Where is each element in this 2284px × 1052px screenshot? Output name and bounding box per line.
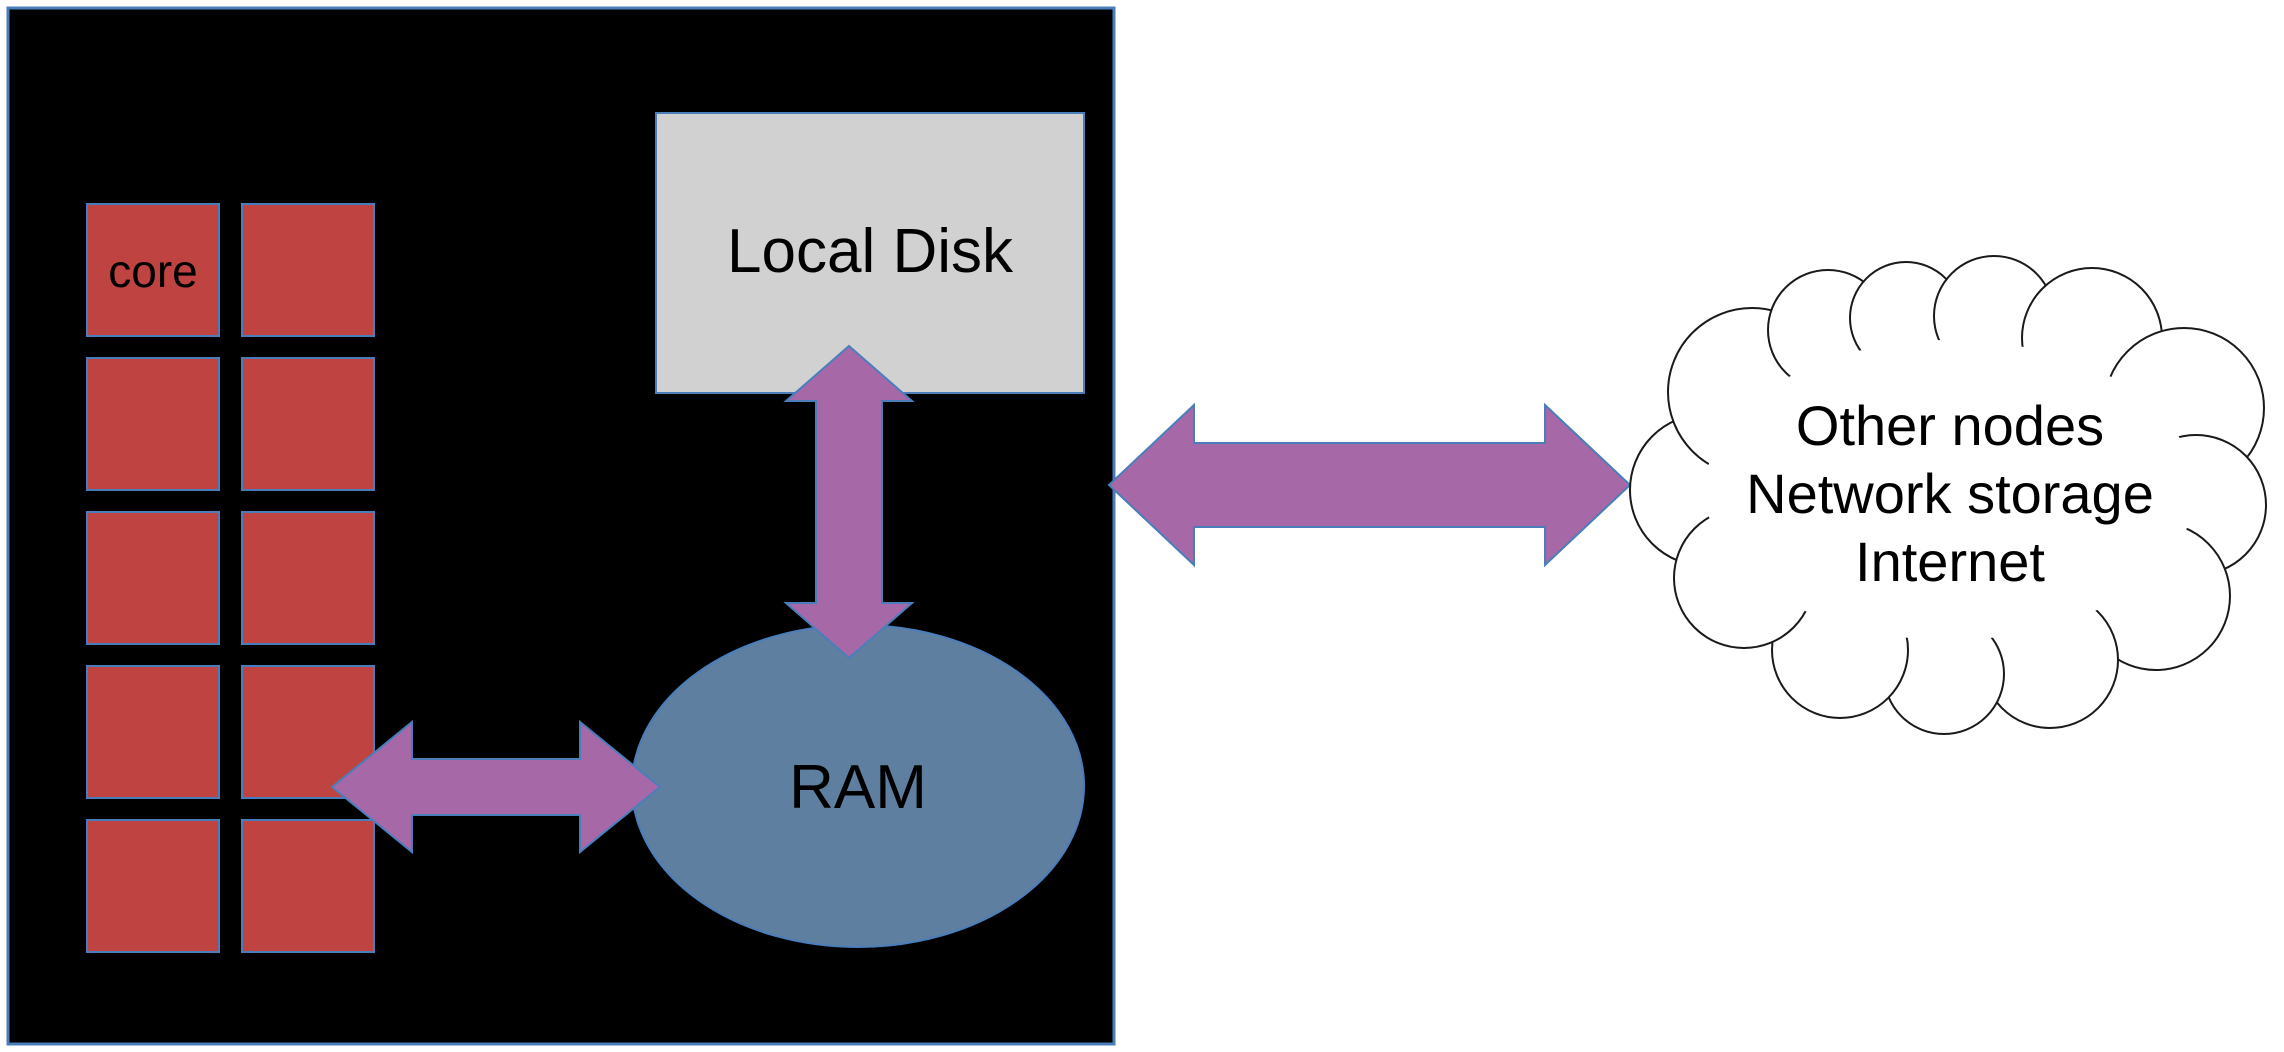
core-cell [241, 203, 375, 337]
arrow-node-cloud-icon [1107, 402, 1632, 568]
ram-label: RAM [789, 753, 927, 822]
cloud-line-3: Internet [1855, 530, 2045, 593]
local-disk-label: Local Disk [727, 217, 1014, 286]
local-disk-box [655, 112, 1085, 394]
core-cell [241, 357, 375, 491]
core-cell [86, 665, 220, 799]
core-grid: core [86, 203, 375, 953]
arrow-cores-ram-icon [330, 719, 662, 855]
core-cell [86, 819, 220, 953]
cloud-body [1705, 340, 2195, 640]
core-cell [86, 511, 220, 645]
core-cell [86, 357, 220, 491]
arrow-disk-ram-icon [783, 344, 915, 660]
core-cell [241, 511, 375, 645]
cloud-shape: Other nodes Network storage Internet [1629, 255, 2267, 735]
cloud-line-1: Other nodes [1796, 394, 2104, 457]
cloud-text: Other nodes Network storage Internet [1746, 394, 2154, 593]
core-label: core [108, 245, 197, 297]
core-cell [241, 819, 375, 953]
core-cell [86, 203, 220, 337]
cloud-line-2: Network storage [1746, 462, 2154, 525]
local-disk: Local Disk [655, 112, 1085, 394]
ram: RAM [631, 624, 1085, 948]
